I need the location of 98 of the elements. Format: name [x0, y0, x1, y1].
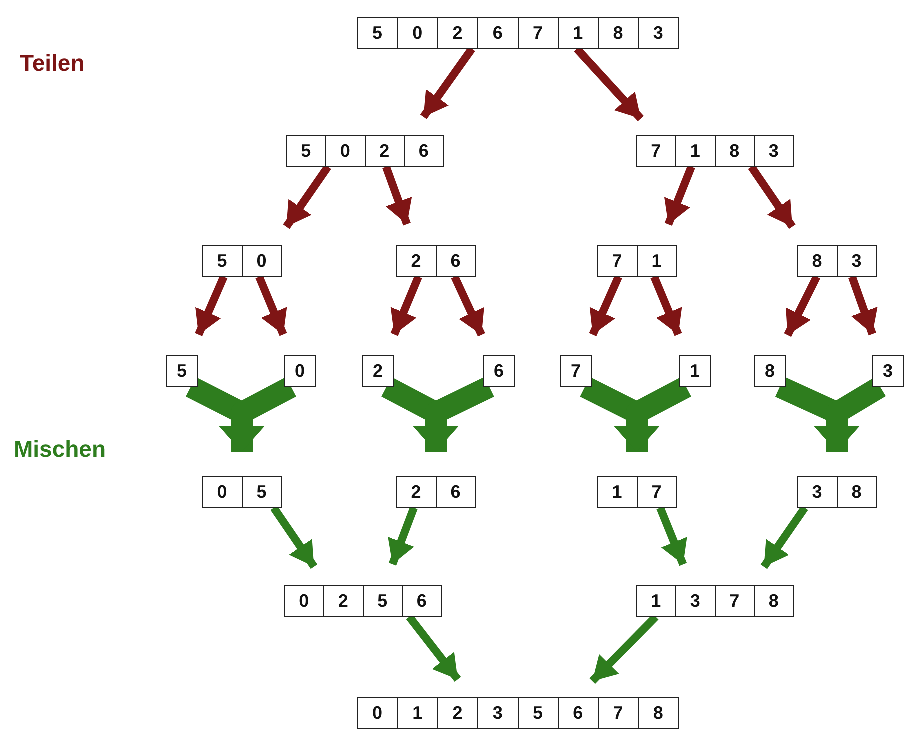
array-box	[636, 585, 794, 617]
arrow	[748, 164, 796, 230]
array-value: 2	[438, 698, 478, 728]
array-value: 2	[372, 360, 384, 382]
arrow	[388, 506, 418, 566]
array-box	[797, 245, 877, 277]
array-box	[679, 355, 711, 387]
array-value: 7	[650, 480, 663, 504]
array-box	[357, 697, 679, 729]
array-value: 0	[256, 250, 268, 272]
array-box	[166, 355, 198, 387]
arrow	[760, 506, 808, 570]
array-value: 0	[326, 136, 366, 166]
array-value: 8	[598, 18, 639, 48]
array-value: 7	[598, 698, 639, 728]
array-value: 0	[358, 698, 398, 728]
array-value: 6	[478, 18, 518, 48]
array-value: 3	[768, 140, 780, 162]
array-value: 8	[850, 480, 863, 504]
array-box	[872, 355, 904, 387]
phase-label: Teilen	[20, 50, 85, 77]
array-box	[286, 135, 444, 167]
array-value: 2	[438, 18, 478, 48]
array-value: 5	[256, 480, 268, 504]
array-value: 6	[492, 360, 505, 382]
arrow	[451, 275, 486, 337]
array-value: 2	[366, 136, 405, 166]
array-value: 7	[570, 360, 582, 382]
array-value: 0	[203, 477, 242, 507]
arrow	[195, 275, 228, 336]
array-box	[597, 245, 677, 277]
array-value: 2	[397, 246, 436, 276]
array-box	[202, 245, 282, 277]
array-value: 7	[598, 246, 638, 276]
array-box	[396, 245, 476, 277]
array-value: 3	[882, 360, 894, 382]
array-value: 1	[398, 698, 438, 728]
array-value: 0	[285, 586, 324, 616]
arrow	[656, 506, 688, 566]
arrow	[406, 614, 462, 682]
array-value: 8	[652, 702, 664, 724]
arrow	[420, 46, 476, 120]
array-value: 3	[478, 698, 518, 728]
phase-label: Mischen	[14, 436, 106, 463]
array-value: 1	[676, 136, 716, 166]
array-value: 3	[676, 586, 716, 616]
arrow	[589, 275, 622, 337]
array-value: 7	[637, 136, 676, 166]
array-value: 6	[416, 590, 428, 612]
array-value: 5	[287, 136, 326, 166]
array-value: 7	[716, 586, 755, 616]
array-value: 5	[364, 586, 403, 616]
array-value: 6	[450, 250, 462, 272]
array-value: 0	[294, 360, 306, 382]
array-value: 3	[652, 22, 664, 44]
array-box	[284, 355, 316, 387]
arrow	[848, 276, 878, 336]
array-value: 5	[203, 246, 242, 276]
array-value: 8	[768, 590, 780, 612]
array-box	[396, 476, 476, 508]
array-box	[284, 585, 442, 617]
array-value: 0	[398, 18, 438, 48]
arrow	[650, 275, 682, 336]
array-value: 1	[637, 586, 676, 616]
array-value: 5	[358, 18, 398, 48]
array-value: 6	[558, 698, 599, 728]
array-value: 3	[850, 250, 863, 272]
arrow	[784, 275, 820, 338]
arrow	[270, 506, 318, 570]
array-value: 6	[418, 140, 430, 162]
array-value: 8	[798, 246, 838, 276]
array-box	[362, 355, 394, 387]
array-box	[202, 476, 282, 508]
array-value: 5	[518, 698, 559, 728]
arrow	[283, 164, 332, 230]
array-value: 6	[450, 480, 462, 504]
array-box	[597, 476, 677, 508]
arrow	[390, 275, 422, 336]
array-value: 3	[798, 477, 838, 507]
array-box	[560, 355, 592, 387]
array-value: 1	[688, 360, 701, 382]
array-value: 2	[324, 586, 364, 616]
array-value: 1	[598, 477, 638, 507]
array-value: 7	[518, 18, 559, 48]
arrow	[664, 166, 696, 226]
array-value: 8	[716, 136, 755, 166]
array-value: 1	[558, 18, 599, 48]
array-value: 8	[764, 360, 776, 382]
array-value: 5	[176, 360, 188, 382]
array-box	[754, 355, 786, 387]
arrow	[256, 275, 288, 336]
array-value: 1	[650, 250, 663, 272]
array-box	[483, 355, 515, 387]
array-value: 2	[397, 477, 436, 507]
arrow	[382, 166, 412, 226]
array-box	[357, 17, 679, 49]
array-box	[636, 135, 794, 167]
array-box	[797, 476, 877, 508]
